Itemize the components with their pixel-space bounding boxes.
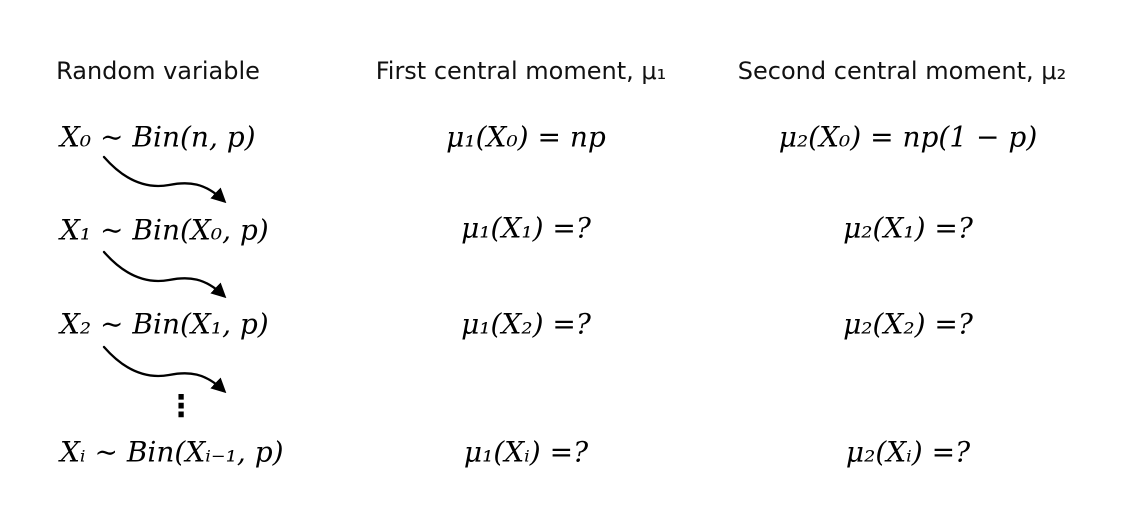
curved-arrow-x1-to-x2-icon bbox=[102, 250, 227, 299]
first-moment-xi: μ₁(Xᵢ) =? bbox=[463, 435, 589, 469]
curved-arrow-x2-to-ellipsis-icon bbox=[102, 345, 227, 394]
random-variable-xi: Xᵢ ∼ Bin(Xᵢ₋₁, p) bbox=[60, 435, 284, 469]
second-moment-x0: μ₂(X₀) = np(1 − p) bbox=[778, 120, 1038, 154]
first-moment-x0: μ₁(X₀) = np bbox=[446, 120, 606, 154]
first-moment-x2: μ₁(X₂) =? bbox=[461, 307, 591, 341]
header-first-central-moment: First central moment, μ₁ bbox=[375, 57, 667, 85]
second-moment-x2: μ₂(X₂) =? bbox=[843, 307, 973, 341]
header-random-variable: Random variable bbox=[56, 57, 260, 85]
random-variable-x1: X₁ ∼ Bin(X₀, p) bbox=[60, 213, 269, 247]
first-moment-x1: μ₁(X₁) =? bbox=[461, 211, 591, 245]
vertical-ellipsis: ⋮ bbox=[166, 389, 196, 424]
second-moment-x1: μ₂(X₁) =? bbox=[843, 211, 973, 245]
header-second-central-moment: Second central moment, μ₂ bbox=[737, 57, 1067, 85]
second-moment-xi: μ₂(Xᵢ) =? bbox=[845, 435, 971, 469]
curved-arrow-x0-to-x1-icon bbox=[102, 155, 227, 204]
random-variable-x0: X₀ ∼ Bin(n, p) bbox=[60, 120, 256, 154]
random-variable-x2: X₂ ∼ Bin(X₁, p) bbox=[60, 307, 269, 341]
